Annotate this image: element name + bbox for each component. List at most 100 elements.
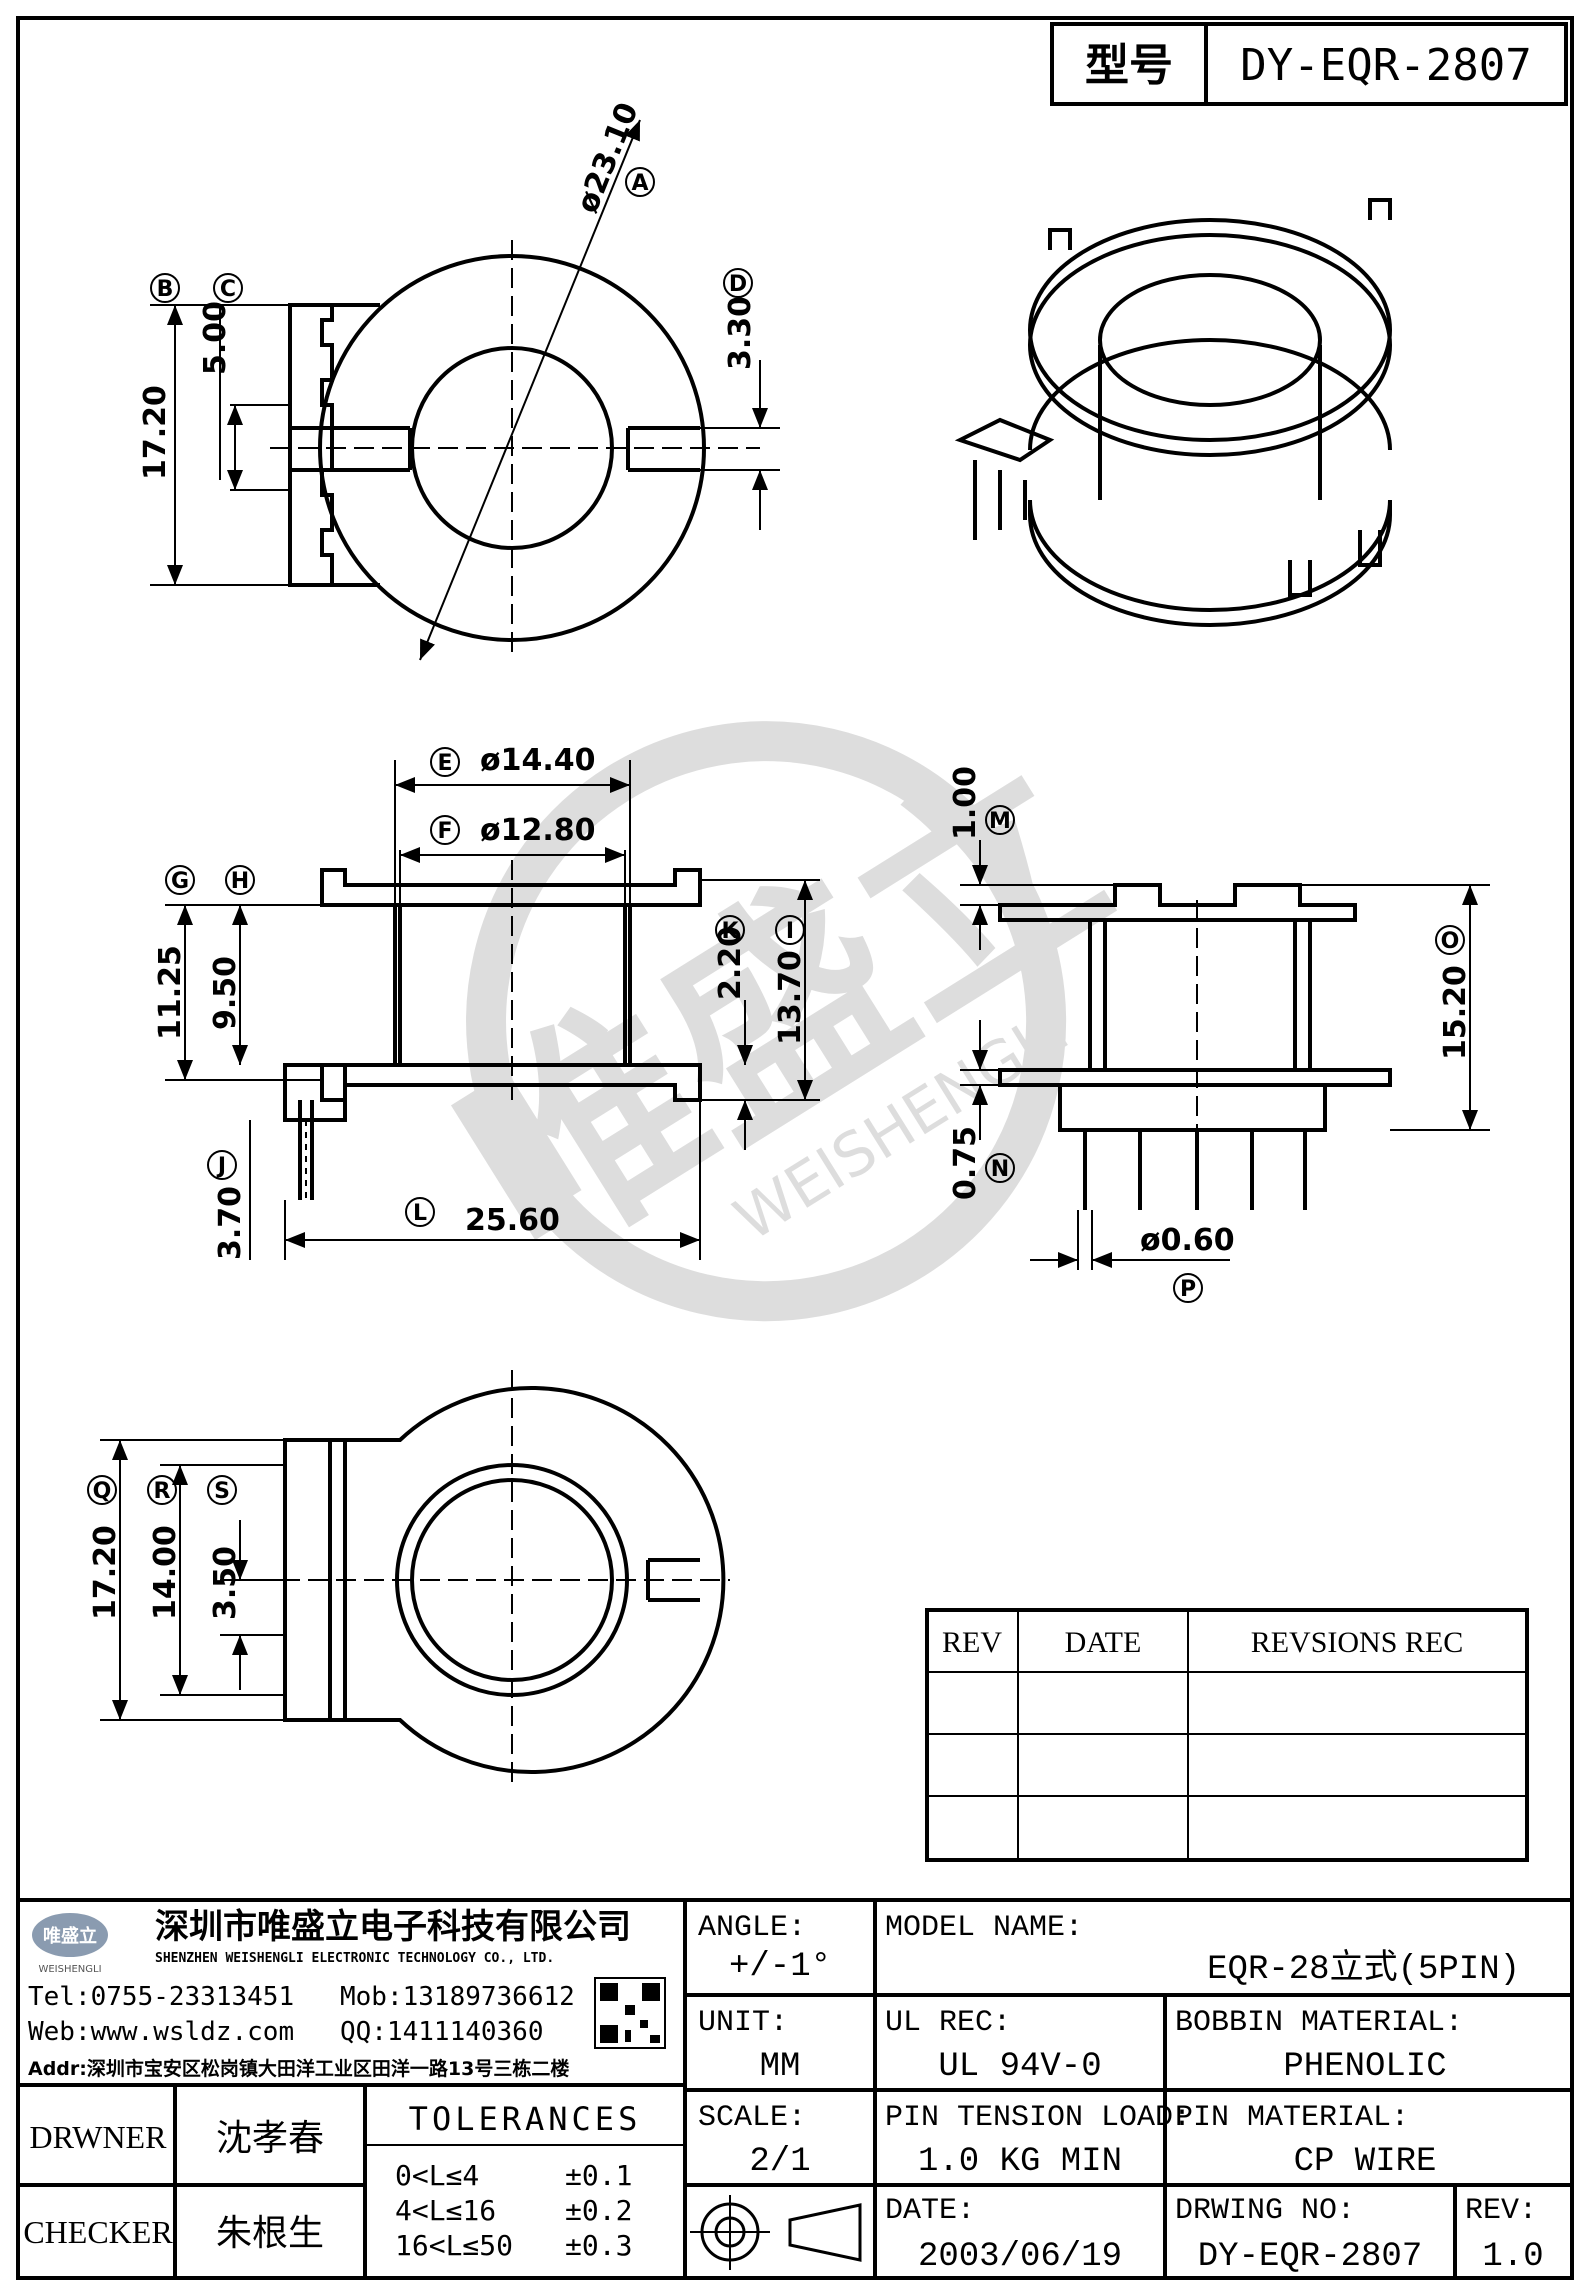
rev-col-rev: REV [942, 1626, 1002, 1659]
projection-symbol-icon [690, 2195, 862, 2270]
company-tel: Tel:0755-23313451 [28, 1982, 294, 2012]
svg-text:B: B [157, 277, 174, 302]
svg-text:H: H [231, 869, 249, 894]
dim-n: 0.75 [948, 1126, 983, 1200]
dim-e: ø14.40 [480, 743, 596, 778]
svg-text:J: J [216, 1154, 226, 1179]
ul-value: UL 94V-0 [938, 2048, 1101, 2086]
svg-text:F: F [437, 819, 452, 844]
company-name-cn: 深圳市唯盛立电子科技有限公司 [155, 1907, 631, 1947]
logo-sub: WEISHENGLI [38, 1964, 101, 1975]
unit-label: UNIT: [698, 2006, 788, 2040]
company-addr: Addr:深圳市宝安区松岗镇大田洋工业区田洋一路13号三栋二楼 [28, 2057, 569, 2080]
bottom-view [100, 1370, 730, 1790]
callout-c: C [213, 273, 243, 303]
rev-label: REV: [1465, 2194, 1537, 2228]
dim-d: 3.30 [723, 296, 758, 370]
callout-d: D [723, 268, 753, 298]
rev-value: 1.0 [1482, 2238, 1543, 2276]
dim-i: 13.70 [773, 950, 808, 1045]
svg-text:A: A [631, 171, 648, 196]
dim-j: 3.70 [213, 1186, 248, 1260]
dim-s: 3.50 [208, 1546, 243, 1620]
tol-value-2: ±0.3 [565, 2229, 632, 2262]
svg-text:C: C [220, 277, 236, 302]
angle-label: ANGLE: [698, 1911, 806, 1945]
tol-range-1: 4<L≤16 [395, 2194, 496, 2227]
qr-code-icon [594, 1977, 666, 2049]
callout-n: N [985, 1153, 1015, 1183]
svg-text:K: K [721, 919, 739, 944]
callout-q: Q [87, 1475, 117, 1505]
front-view-labels: ø14.40 ø12.80 11.25 9.50 2.20 13.70 3.70… [153, 743, 808, 1260]
svg-text:Q: Q [93, 1479, 112, 1504]
logo-text: 唯盛立 [43, 1925, 97, 1947]
model-name-value: EQR-28立式(5PIN) [1207, 1948, 1520, 1989]
company-name-en: SHENZHEN WEISHENGLI ELECTRONIC TECHNOLOG… [155, 1951, 554, 1966]
dim-g: 11.25 [153, 945, 188, 1040]
company-qq: QQ:1411140360 [340, 2017, 544, 2047]
model-name-label: MODEL NAME: [885, 1911, 1083, 1945]
callout-b: B [150, 273, 180, 303]
dim-m: 1.00 [948, 766, 983, 840]
scale-value: 2/1 [749, 2143, 810, 2181]
callout-k: K [715, 915, 745, 945]
dim-r: 14.00 [148, 1525, 183, 1620]
unit-value: MM [760, 2048, 801, 2086]
tol-value-0: ±0.1 [565, 2159, 632, 2192]
model-label: 型号 [1085, 40, 1173, 91]
callout-l: L [405, 1197, 435, 1227]
side-view-labels: 1.00 15.20 0.75 ø0.60 [948, 766, 1473, 1258]
tol-range-2: 16<L≤50 [395, 2229, 513, 2262]
company-web: Web:www.wsldz.com [28, 2017, 294, 2047]
pin-material-value: CP WIRE [1294, 2143, 1437, 2181]
dim-p: ø0.60 [1140, 1223, 1235, 1258]
sheet-border [16, 16, 1574, 2280]
model-number: DY-EQR-2807 [1240, 40, 1531, 91]
callout-p: P [1173, 1273, 1203, 1303]
svg-text:G: G [171, 869, 189, 894]
scale-label: SCALE: [698, 2101, 806, 2135]
bobbin-value: PHENOLIC [1283, 2048, 1446, 2086]
callouts: A B C D E F G H I J K L M N O P Q R S [87, 167, 1465, 1505]
top-view [150, 119, 780, 661]
svg-text:S: S [214, 1479, 230, 1504]
iso-view [954, 198, 1392, 627]
dim-b: 17.20 [138, 385, 173, 480]
dim-f: ø12.80 [480, 813, 596, 848]
side-view [960, 840, 1490, 1270]
svg-text:N: N [991, 1157, 1009, 1182]
date-label: DATE: [885, 2194, 975, 2228]
callout-j: J [207, 1150, 237, 1180]
svg-text:L: L [413, 1201, 427, 1226]
dim-q: 17.20 [88, 1525, 123, 1620]
angle-value: +/-1° [729, 1948, 831, 1986]
tol-range-0: 0<L≤4 [395, 2159, 479, 2192]
callout-e: E [430, 747, 460, 777]
drawer-value: 沈孝春 [216, 2118, 324, 2159]
drawer-label: DRWNER [30, 2119, 168, 2155]
callout-a: A [625, 167, 655, 197]
dim-l: 25.60 [465, 1203, 560, 1238]
svg-text:E: E [437, 751, 452, 776]
model-header: 型号 DY-EQR-2807 [1050, 22, 1568, 106]
callout-o: O [1435, 925, 1465, 955]
svg-text:M: M [989, 809, 1011, 834]
callout-h: H [225, 865, 255, 895]
date-value: 2003/06/19 [918, 2238, 1122, 2276]
callout-s: S [207, 1475, 237, 1505]
checker-value: 朱根生 [216, 2213, 324, 2254]
bottom-view-labels: 17.20 14.00 3.50 [88, 1525, 243, 1620]
pin-tension-label: PIN TENSION LOAD: [885, 2101, 1191, 2135]
svg-text:R: R [154, 1479, 171, 1504]
front-view [165, 760, 820, 1260]
drwing-value: DY-EQR-2807 [1198, 2238, 1422, 2276]
pin-material-label: PIN MATERIAL: [1175, 2101, 1409, 2135]
drwing-label: DRWING NO: [1175, 2194, 1355, 2228]
revision-table: REV DATE REVSIONS REC [925, 1608, 1529, 1862]
tolerances-label: TOLERANCES [409, 2100, 642, 2138]
dim-c: 5.00 [198, 301, 233, 375]
title-block: 唯盛立 WEISHENGLI 深圳市唯盛立电子科技有限公司 SHENZHEN W… [18, 1898, 1572, 2278]
bobbin-label: BOBBIN MATERIAL: [1175, 2006, 1463, 2040]
tol-value-1: ±0.2 [565, 2194, 632, 2227]
